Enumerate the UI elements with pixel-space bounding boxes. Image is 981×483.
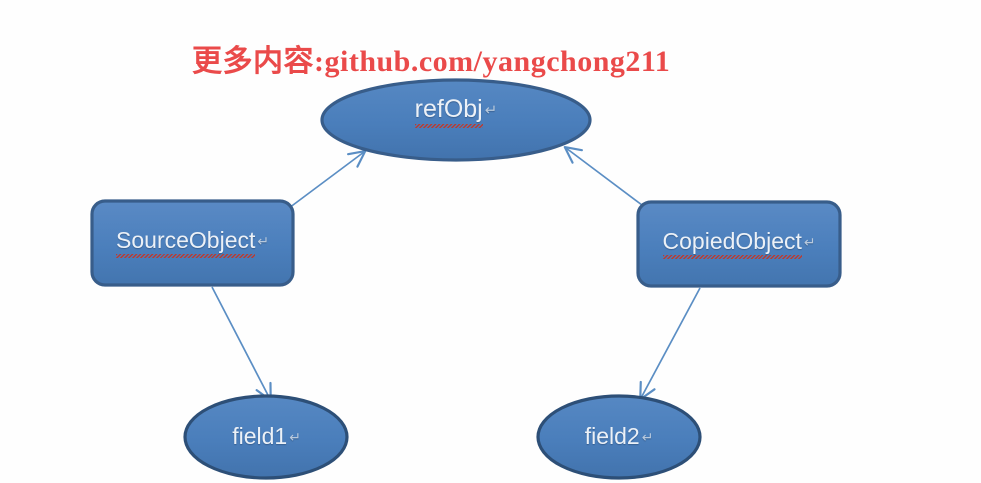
paragraph-mark-icon: ↵ <box>484 101 498 119</box>
node-copiedobject-shape[interactable] <box>636 200 842 288</box>
paragraph-mark-icon: ↵ <box>803 234 816 250</box>
node-refobj-shape[interactable] <box>320 78 592 162</box>
node-refobj-text: refObj <box>414 95 483 128</box>
paragraph-mark-icon: ↵ <box>257 233 269 249</box>
edge-copied-to-field2 <box>639 287 701 401</box>
node-field1-shape[interactable] <box>183 394 349 480</box>
node-field2-text: field2 <box>584 423 640 449</box>
node-sourceobject-label: SourceObject↵ <box>92 227 293 258</box>
node-field1-text: field1 <box>232 423 288 449</box>
node-copiedobject-text: CopiedObject <box>662 228 803 259</box>
node-copiedobject-label: CopiedObject↵ <box>638 228 840 259</box>
edge-layer <box>211 145 701 402</box>
node-refobj-label: refObj↵ <box>322 95 590 128</box>
node-sourceobject-shape[interactable] <box>90 199 295 287</box>
edge-copied-to-refobj <box>563 145 647 209</box>
node-layer <box>90 78 842 480</box>
node-field1-label: field1↵ <box>185 423 348 450</box>
node-field2-label: field2↵ <box>538 423 700 450</box>
node-sourceobject-text: SourceObject <box>116 227 256 258</box>
edge-source-to-refobj <box>288 149 367 209</box>
paragraph-mark-icon: ↵ <box>289 429 301 445</box>
watermark-text: 更多内容:github.com/yangchong211 <box>192 45 671 78</box>
node-field2-shape[interactable] <box>536 394 702 480</box>
edge-source-to-field1 <box>211 286 272 402</box>
paragraph-mark-icon: ↵ <box>641 429 654 445</box>
